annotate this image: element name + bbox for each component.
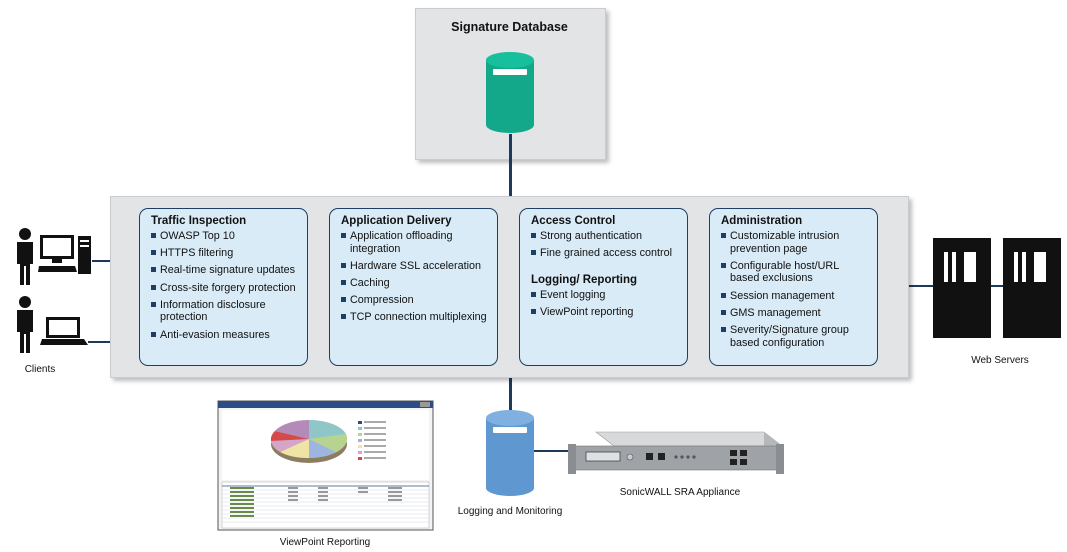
clients-label: Clients bbox=[24, 364, 56, 375]
list-item: ViewPoint reporting bbox=[531, 306, 679, 319]
list-item: HTTPS filtering bbox=[151, 247, 299, 260]
list-item: Session management bbox=[721, 290, 869, 303]
card-application-delivery: Application Delivery Application offload… bbox=[329, 208, 498, 366]
laptop-icon bbox=[40, 317, 88, 345]
appliance-label: SonicWALL SRA Appliance bbox=[619, 487, 741, 498]
logging-connector bbox=[509, 376, 512, 416]
server-icon bbox=[1003, 238, 1061, 338]
appliance-connector bbox=[530, 450, 592, 452]
list-item: Real-time signature updates bbox=[151, 264, 299, 277]
list-item: Application offloading integration bbox=[341, 230, 489, 255]
db-connector bbox=[509, 134, 512, 196]
server-link bbox=[990, 285, 1006, 287]
person-icon bbox=[17, 296, 33, 353]
card-administration: Administration Customizable intrusion pr… bbox=[709, 208, 878, 366]
list-item: Hardware SSL acceleration bbox=[341, 260, 489, 273]
desktop-computer-icon bbox=[38, 235, 91, 274]
list-item: Information disclosure protection bbox=[151, 299, 299, 324]
list-item: Event logging bbox=[531, 289, 679, 302]
card-access-control: Access Control Strong authentication Fin… bbox=[519, 208, 688, 366]
list-item: Caching bbox=[341, 277, 489, 290]
signature-database-title: Signature Database bbox=[451, 20, 568, 34]
web-servers-label: Web Servers bbox=[971, 355, 1029, 366]
card-title: Application Delivery bbox=[341, 215, 452, 227]
card-title: Administration bbox=[721, 215, 803, 227]
person-icon bbox=[17, 228, 33, 285]
card-title: Access Control bbox=[531, 215, 616, 227]
list-item: Strong authentication bbox=[531, 230, 679, 243]
list-item: Anti-evasion measures bbox=[151, 329, 299, 342]
list-item: GMS management bbox=[721, 307, 869, 320]
list-item: OWASP Top 10 bbox=[151, 230, 299, 243]
list-item: Configurable host/URL based exclusions bbox=[721, 260, 869, 285]
appliance-icon bbox=[568, 431, 784, 474]
viewpoint-report-thumbnail bbox=[217, 400, 434, 531]
database-icon bbox=[486, 410, 534, 496]
list-item: Cross-site forgery protection bbox=[151, 282, 299, 295]
logging-label: Logging and Monitoring bbox=[457, 506, 563, 517]
list-item: Fine grained access control bbox=[531, 247, 679, 260]
viewpoint-label: ViewPoint Reporting bbox=[279, 537, 371, 548]
card-title: Traffic Inspection bbox=[151, 215, 247, 227]
list-item: TCP connection multiplexing bbox=[341, 311, 489, 324]
card-subtitle: Logging/ Reporting bbox=[531, 273, 638, 286]
server-connector bbox=[878, 285, 940, 287]
list-item: Customizable intrusion prevention page bbox=[721, 230, 869, 255]
list-item: Compression bbox=[341, 294, 489, 307]
server-icon bbox=[933, 238, 991, 338]
list-item: Severity/Signature group based configura… bbox=[721, 324, 869, 349]
card-traffic-inspection: Traffic Inspection OWASP Top 10 HTTPS fi… bbox=[139, 208, 308, 366]
database-icon bbox=[486, 52, 534, 133]
